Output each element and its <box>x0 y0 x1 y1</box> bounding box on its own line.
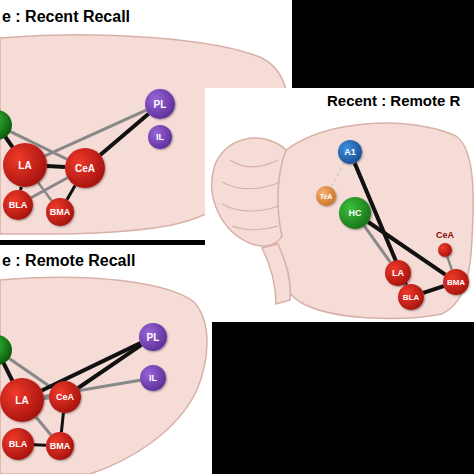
connection-line <box>331 163 345 188</box>
region-circle: BLA <box>398 284 424 310</box>
region-circle: BLA <box>2 428 34 460</box>
region-name: CeA <box>436 230 454 240</box>
region-circle: BMA <box>443 269 469 295</box>
connection-line <box>34 443 46 447</box>
region-circle: CeA <box>65 148 105 188</box>
connection-line <box>47 164 65 169</box>
region-name: BMA <box>50 441 71 451</box>
region-circle: A1 <box>338 140 362 164</box>
connection-line <box>364 226 390 262</box>
connection-line <box>447 257 452 270</box>
connection-line <box>45 110 146 156</box>
connection-line <box>423 286 443 293</box>
connection-line <box>61 413 63 432</box>
region-name: BLA <box>9 439 28 449</box>
region-circle: LA <box>3 143 47 187</box>
panel-title: e : Remote Recall <box>2 252 135 270</box>
panel-title: e : Recent Recall <box>2 8 130 26</box>
region-name: BLA <box>403 293 419 302</box>
region-circle: BMA <box>46 432 74 460</box>
region-name: IL <box>156 132 164 142</box>
region-name: IL <box>149 373 157 383</box>
region-name: LA <box>18 160 31 171</box>
region-name: CeA <box>56 392 74 402</box>
region-name: LA <box>392 268 404 278</box>
region-circle: CeA <box>438 243 452 257</box>
region-circle: TeA <box>316 186 336 206</box>
region-name: CeA <box>75 163 95 174</box>
region-circle: LA <box>0 378 44 422</box>
connection-line <box>38 183 52 201</box>
connection-line <box>67 185 75 199</box>
region-name: TeA <box>320 193 333 200</box>
connection-line <box>36 417 51 435</box>
region-name: A1 <box>344 147 356 157</box>
region-circle: BMA <box>46 198 74 226</box>
region-name: BLA <box>9 200 28 210</box>
region-circle: LA <box>385 260 411 286</box>
region-circle: BLA <box>3 190 33 220</box>
region-name: BMA <box>447 278 465 287</box>
region-circle: IL <box>140 365 166 391</box>
region-name: PL <box>147 332 160 343</box>
region-name: BMA <box>50 207 71 217</box>
region-circle: IL <box>148 125 172 149</box>
region-circle: PL <box>145 89 175 119</box>
region-circle: CeA <box>49 381 81 413</box>
region-name: HC <box>349 208 362 218</box>
region-circle: HC <box>339 197 371 229</box>
region-name: PL <box>154 99 167 110</box>
panel-title: Recent : Remote R <box>327 92 460 109</box>
region-name: LA <box>15 395 28 406</box>
region-circle: PL <box>139 323 167 351</box>
